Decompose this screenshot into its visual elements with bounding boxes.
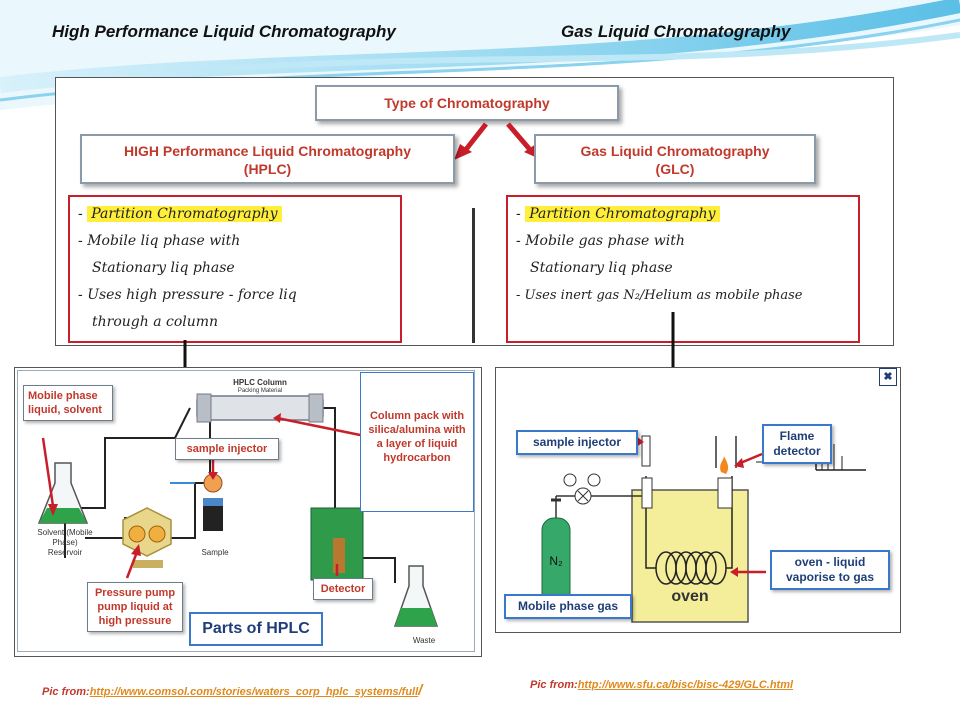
pressure-pump-label: Pressure pump pump liquid at high pressu…: [87, 582, 183, 632]
solvent-reservoir-label: Solvent (Mobile Phase) Reservoir: [37, 528, 93, 557]
hplc-note-2: - Mobile liq phase with: [78, 233, 241, 249]
type-of-chromatography-box: Type of Chromatography: [315, 85, 619, 121]
glc-source-link[interactable]: http://www.sfu.ca/bisc/bisc-429/GLC.html: [577, 679, 794, 691]
hplc-citation: Pic from:http://www.comsol.com/stories/w…: [42, 682, 423, 699]
flame-detector-label: Flame detector: [762, 424, 832, 464]
hplc-note-3: Stationary liq phase: [92, 260, 235, 276]
hplc-diagram-panel: Mobile phase liquid, solvent HPLC Column…: [14, 367, 482, 657]
close-icon[interactable]: ✖: [879, 368, 897, 386]
waste-label: Waste: [412, 636, 436, 645]
hplc-note-1: - Partition Chromatography: [78, 201, 398, 228]
hplc-note-4: - Uses high pressure - force liq: [78, 287, 297, 303]
sample-label: Sample: [201, 548, 229, 557]
oven-liquid-label: oven - liquid vaporise to gas: [770, 550, 890, 590]
glc-type-line1: Gas Liquid Chromatography: [580, 143, 770, 159]
glc-type-line2: (GLC): [655, 161, 695, 177]
oven-label: oven: [671, 588, 709, 605]
header-glc-title: Gas Liquid Chromatography: [561, 22, 791, 41]
sample-injector-label: sample injector: [175, 438, 279, 460]
hplc-type-box: HIGH Performance Liquid Chromatography (…: [80, 134, 455, 184]
hplc-source-link[interactable]: http://www.comsol.com/stories/waters_cor…: [89, 686, 419, 698]
hplc-type-line1: HIGH Performance Liquid Chromatography: [123, 143, 412, 159]
column-pack-frame: Column pack with silica/alumina with a l…: [360, 372, 474, 512]
glc-notes-box: - Partition Chromatography - Mobile gas …: [506, 195, 860, 343]
parts-of-hplc-title: Parts of HPLC: [189, 612, 323, 646]
mobile-phase-gas-label: Mobile phase gas: [504, 594, 632, 619]
hplc-apparatus: [37, 393, 439, 627]
hplc-inner-frame: [17, 370, 475, 652]
header-hplc-title: High Performance Liquid Chromatography: [52, 22, 396, 41]
glc-notes: - Partition Chromatography - Mobile gas …: [516, 201, 856, 309]
glc-type-box: Gas Liquid Chromatography (GLC): [534, 134, 816, 184]
column-pack-label: Column pack with silica/alumina with a l…: [368, 410, 466, 464]
detector-label: Detector: [313, 578, 373, 600]
hplc-note-5: through a column: [92, 314, 219, 330]
glc-note-1: - Partition Chromatography: [516, 201, 856, 228]
glc-note-4: - Uses inert gas N₂/Helium as mobile pha…: [516, 288, 803, 303]
divider-line: [472, 208, 475, 343]
glc-citation: Pic from:http://www.sfu.ca/bisc/bisc-429…: [530, 679, 794, 691]
mobile-phase-label: Mobile phase liquid, solvent: [23, 385, 113, 421]
glc-diagram-panel: ✖: [495, 367, 901, 633]
glc-sample-injector-label: sample injector: [516, 430, 638, 455]
glc-apparatus: [541, 435, 866, 623]
hplc-notes-box: - Partition Chromatography - Mobile liq …: [68, 195, 402, 343]
hplc-column-label: HPLC Column: [233, 378, 287, 387]
nitrogen-cylinder-label: N₂: [549, 554, 563, 568]
hplc-type-line2: (HPLC): [243, 161, 292, 177]
glc-note-2: - Mobile gas phase with: [516, 233, 685, 249]
classification-diagram: Type of Chromatography HIGH Performance …: [55, 77, 894, 346]
packing-material-label: Packing Material: [237, 388, 283, 394]
glc-note-3: Stationary liq phase: [530, 260, 673, 276]
hplc-notes: - Partition Chromatography - Mobile liq …: [78, 201, 398, 336]
